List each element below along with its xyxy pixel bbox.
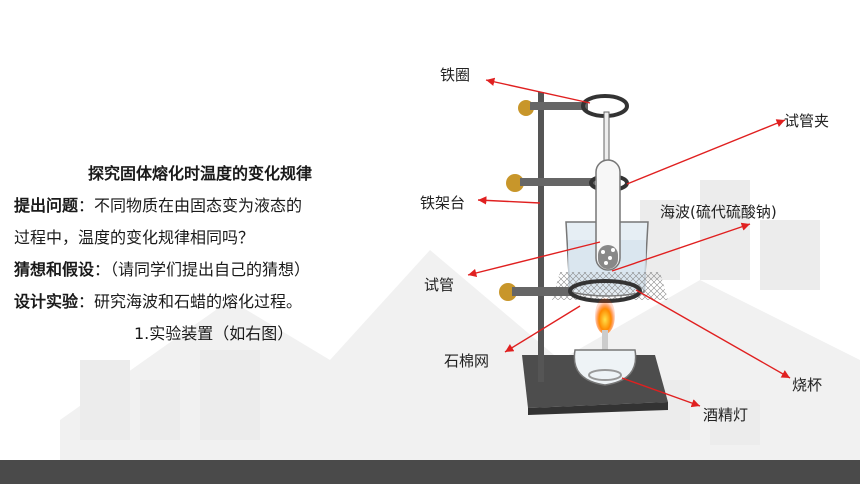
question-text: ：不同物质在由固态变为液态的 <box>78 196 303 215</box>
design-text: ：研究海波和石蜡的熔化过程。 <box>78 292 303 311</box>
design-label: 设计实验 <box>14 292 79 311</box>
label-test-tube: 试管 <box>424 276 455 294</box>
arrow-hypo <box>611 222 751 272</box>
label-iron-stand: 铁架台 <box>420 194 466 212</box>
arrow-asbestos-net <box>504 305 581 353</box>
arrow-alcohol-lamp <box>621 377 701 408</box>
design-line: 设计实验：研究海波和石蜡的熔化过程。 <box>14 286 404 318</box>
label-asbestos-net: 石棉网 <box>444 352 490 370</box>
arrow-test-tube-clamp <box>626 119 786 185</box>
hypothesis-label: 猜想和假设 <box>14 260 95 279</box>
label-iron-ring: 铁圈 <box>440 66 471 84</box>
hypothesis-text: ：（请同学们提出自己的猜想） <box>94 260 311 279</box>
experiment-description: 探究固体熔化时温度的变化规律 提出问题：不同物质在由固态变为液态的 过程中，温度… <box>14 158 404 350</box>
question-line: 提出问题：不同物质在由固态变为液态的 <box>14 190 404 222</box>
label-beaker: 烧杯 <box>792 376 823 394</box>
footer-bar <box>0 460 860 484</box>
apparatus-line: 1.实验装置（如右图） <box>134 324 294 343</box>
test-tube <box>595 159 621 271</box>
annotation-arrows <box>467 77 791 408</box>
label-hypo: 海波(硫代硫酸钠) <box>660 203 777 221</box>
question-label: 提出问题 <box>14 196 79 215</box>
flame <box>595 298 615 334</box>
label-test-tube-clamp: 试管夹 <box>784 112 830 130</box>
iron-ring <box>518 94 629 118</box>
arrow-iron-ring <box>485 77 591 104</box>
arrow-test-tube <box>467 241 601 278</box>
alcohol-lamp <box>573 330 637 386</box>
question-line-2: 过程中，温度的变化规律相同吗？ <box>14 228 255 247</box>
experiment-title: 探究固体熔化时温度的变化规律 <box>88 164 313 183</box>
label-alcohol-lamp: 酒精灯 <box>703 406 749 424</box>
arrow-beaker <box>635 289 791 379</box>
stand-rod <box>538 92 544 382</box>
arrow-iron-stand <box>477 196 541 205</box>
hypothesis-line: 猜想和假设：（请同学们提出自己的猜想） <box>14 254 404 286</box>
